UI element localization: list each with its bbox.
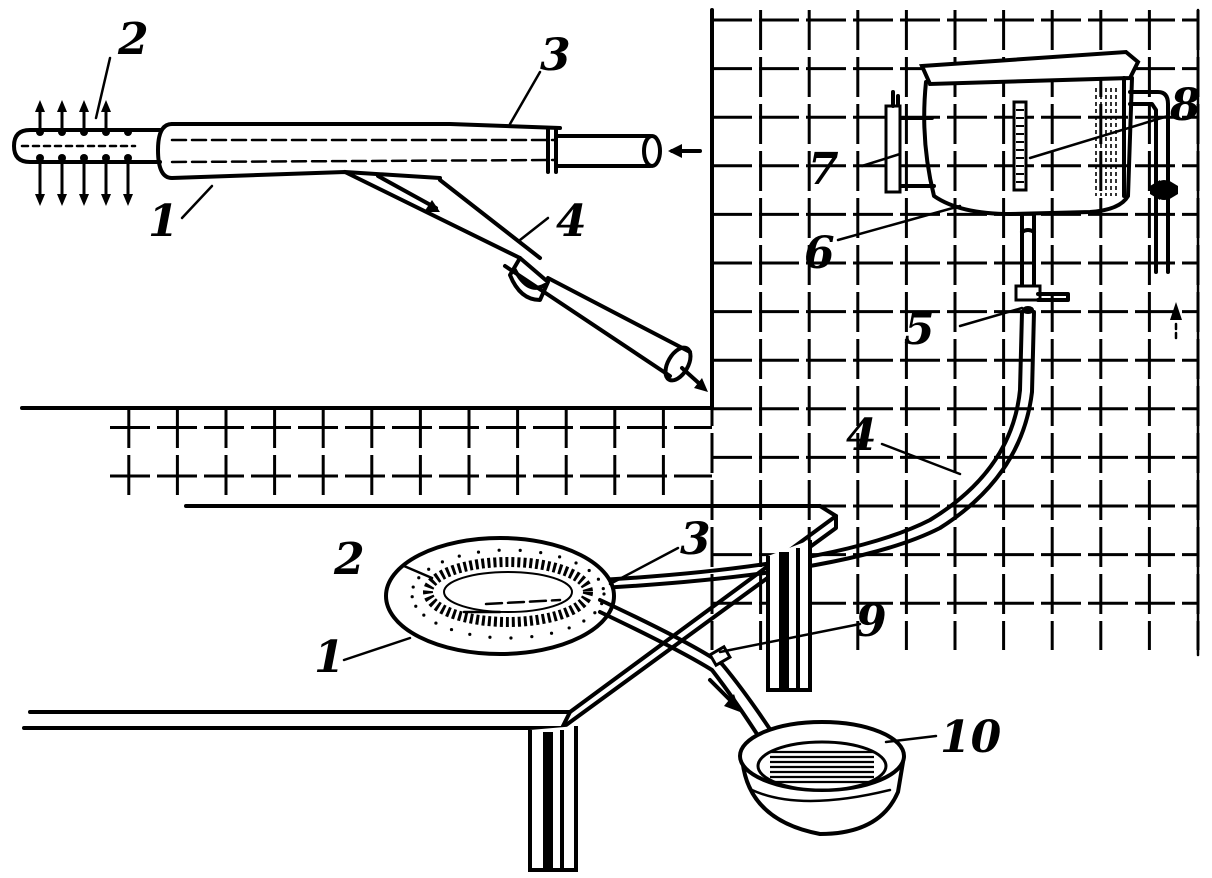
ring-irrigator [384, 536, 616, 656]
inflow-arrow [668, 144, 702, 158]
spray-arrow-head [79, 194, 89, 206]
ring-stipple [468, 632, 472, 636]
spray-arrow-head [57, 194, 67, 206]
label-8: 8 [1169, 80, 1201, 131]
spray-arrow-head [79, 100, 89, 112]
inset-label-3: 3 [540, 30, 571, 81]
tip-hole [58, 154, 66, 162]
ring-stipple [411, 585, 415, 589]
tip-hole [102, 154, 110, 162]
supply-arrow [1170, 302, 1182, 340]
inset-label-1: 1 [148, 196, 179, 247]
outer-tube [156, 122, 562, 180]
table-leg-front [528, 726, 578, 872]
label-9: 9 [856, 596, 887, 647]
perforated-tip [12, 100, 162, 206]
spray-arrow-head [123, 194, 133, 206]
spray-arrow-head [35, 100, 45, 112]
tip-hole [80, 128, 88, 136]
wall-outline [20, 8, 1200, 657]
outflow-arrow [680, 366, 708, 392]
ring-stipple [414, 604, 418, 608]
ring-stipple [427, 567, 431, 571]
ring-stipple [476, 550, 481, 554]
drain-hose [598, 598, 792, 766]
spray-arrow-head [35, 194, 45, 206]
table-leg-back [766, 540, 812, 692]
ring-stipple [601, 586, 605, 591]
ring-stipple [410, 595, 414, 599]
label-6: 6 [804, 228, 835, 279]
inset-label-4: 4 [556, 196, 587, 247]
label-3: 3 [680, 514, 711, 565]
inset-leader-lines [94, 56, 550, 242]
tip-hole [124, 154, 132, 162]
ring-stipple [587, 568, 591, 573]
table [22, 504, 838, 872]
tip-hole [58, 128, 66, 136]
supply-hose [428, 310, 1036, 592]
inset-irrigator-detail: 2 3 1 4 [12, 14, 708, 392]
spray-arrow-head [101, 194, 111, 206]
ring-stipple [422, 613, 426, 617]
ring-stipple [518, 548, 522, 552]
level-window [1012, 100, 1028, 192]
ring-stipple [593, 611, 597, 615]
label-1: 1 [314, 632, 345, 683]
ring-stipple [417, 576, 421, 580]
collection-basin [738, 720, 906, 837]
label-4: 4 [846, 410, 877, 461]
ring-stipple [488, 635, 492, 639]
ring-stipple [440, 560, 444, 564]
main-leader-lines [342, 114, 1170, 744]
tip-hole [36, 128, 44, 136]
water-reservoir [884, 49, 1182, 340]
ring-stipple [549, 631, 554, 635]
label-5: 5 [904, 304, 935, 355]
tip-hole [102, 128, 110, 136]
outlet-branch [343, 170, 693, 383]
ring-stipple [567, 626, 571, 630]
ring-stipple [449, 627, 454, 632]
ring-stipple [602, 592, 606, 596]
drain-flow-arrow [708, 678, 740, 712]
ring-stipple [596, 577, 601, 581]
tip-hole [124, 128, 132, 136]
spray-arrow-head [57, 100, 67, 112]
spray-arrow-head [101, 100, 111, 112]
label-10: 10 [940, 712, 1002, 763]
inset-label-2: 2 [117, 14, 149, 65]
tip-hole [36, 154, 44, 162]
ring-stipple [582, 619, 586, 623]
inlet-connector [546, 126, 662, 174]
ring-stipple [539, 551, 543, 555]
supply-pipe [1128, 90, 1178, 274]
label-7: 7 [808, 144, 839, 195]
wall-bracket [884, 90, 936, 194]
ring-stipple [497, 548, 501, 552]
ring-stipple [530, 635, 534, 639]
ring-stipple [509, 636, 513, 640]
tip-hole [80, 154, 88, 162]
stopcock [1014, 212, 1070, 314]
ring-stipple [457, 554, 461, 558]
ring-stipple [434, 621, 438, 625]
label-2: 2 [333, 534, 365, 585]
ring-stipple [558, 555, 562, 559]
ring-stipple [574, 561, 578, 565]
